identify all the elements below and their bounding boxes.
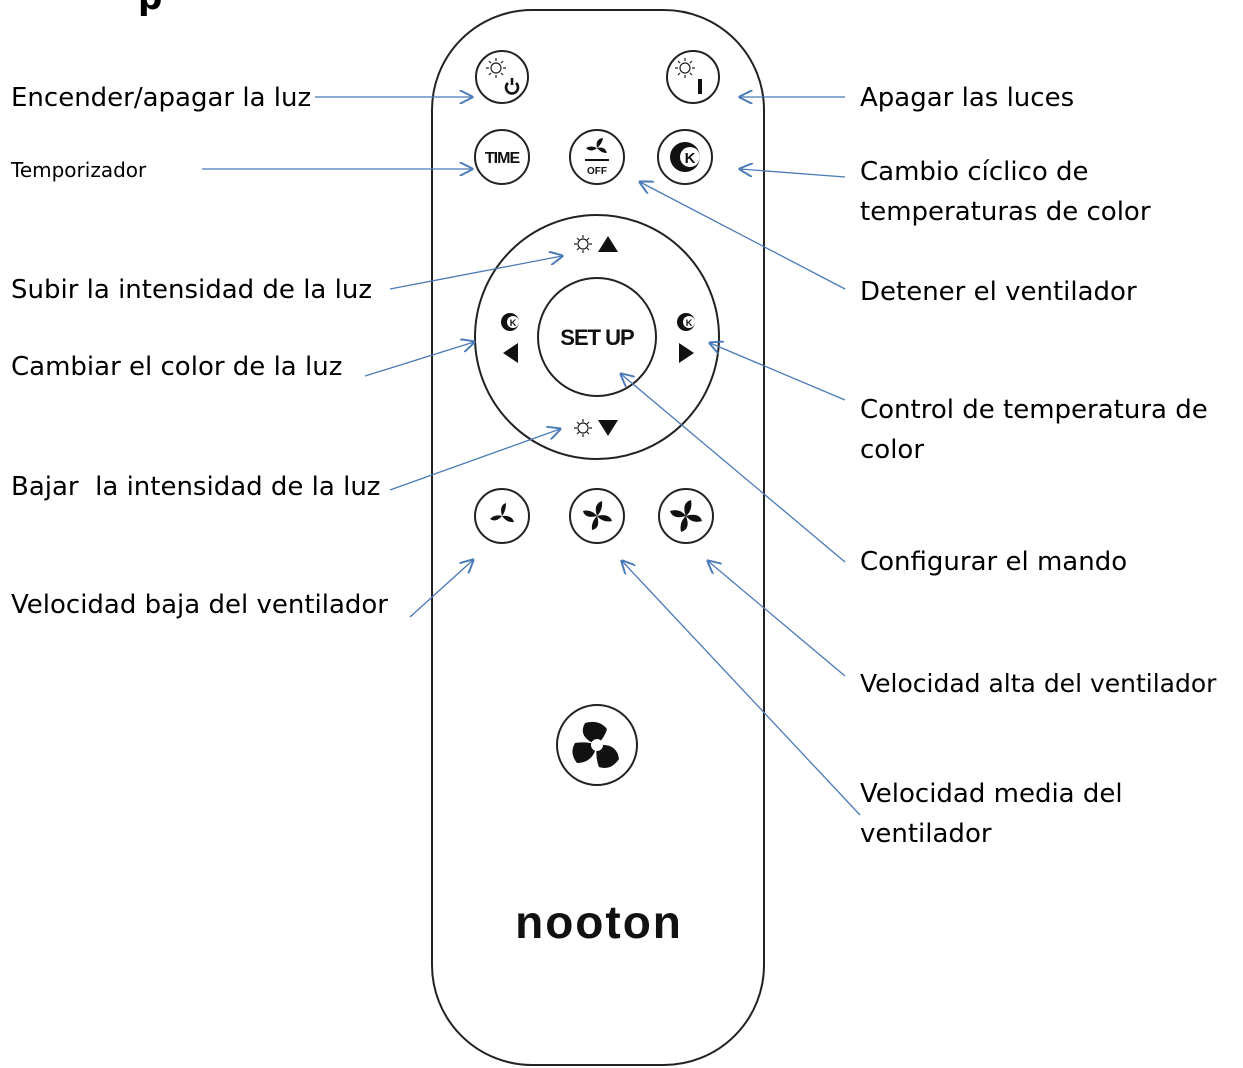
setup-label: SET UP — [560, 325, 634, 350]
arrow-right-icon — [679, 343, 694, 363]
svg-text:K: K — [686, 318, 693, 328]
label-brightness-up: Subir la intensidad de la luz — [11, 275, 372, 305]
label-timer: Temporizador — [11, 158, 147, 182]
arrow-left-icon — [503, 343, 518, 363]
leader-fan-mid — [622, 561, 861, 816]
lights-off-button[interactable] — [666, 50, 720, 104]
leader-fan-stop — [640, 182, 846, 290]
color-temp-icon: K — [677, 313, 695, 331]
light-toggle-button[interactable] — [475, 50, 529, 104]
color-cycle-button[interactable]: K — [657, 129, 713, 185]
brightness-down-button[interactable] — [574, 419, 618, 437]
color-left-button[interactable]: K — [501, 313, 519, 363]
label-fan-mid: Velocidad media del ventilador — [860, 779, 1123, 849]
leader-configure — [621, 374, 846, 563]
label-color-cycle: Cambio cíclico de temperaturas de color — [860, 157, 1151, 227]
leader-light-color — [364, 342, 474, 377]
label-configure: Configurar el mando — [860, 547, 1128, 577]
label-lights-off: Apagar las luces — [860, 83, 1075, 113]
label-light-color: Cambiar el color de la luz — [11, 352, 343, 382]
leader-brightness-up — [389, 256, 562, 290]
fan-low-button[interactable] — [474, 488, 530, 544]
color-temp-icon: K — [670, 142, 700, 172]
leader-color-temp — [710, 343, 846, 401]
label-brightness-down: Bajar la intensidad de la luz — [11, 472, 381, 502]
page-title: p — [138, 0, 162, 18]
sun-icon — [574, 235, 592, 253]
setup-button[interactable] — [537, 277, 657, 397]
arrow-up-icon — [598, 236, 618, 252]
color-temp-icon: K — [501, 313, 519, 331]
fan-icon — [572, 721, 619, 768]
off-label: OFF — [587, 166, 607, 177]
fan-mid-button[interactable] — [569, 488, 625, 544]
brand-logo: nooton — [515, 896, 683, 948]
fan-stop-button[interactable]: OFF — [569, 129, 625, 185]
fan-main-button[interactable] — [556, 704, 638, 786]
leader-brightness-down — [389, 429, 560, 491]
sun-icon — [574, 419, 592, 437]
fan-mid-icon — [583, 501, 612, 530]
brightness-up-button[interactable] — [574, 235, 618, 253]
sun-icon — [486, 58, 506, 78]
fan-icon — [586, 138, 607, 153]
time-label: TIME — [485, 150, 521, 167]
color-right-button[interactable]: K — [677, 313, 695, 363]
fan-low-icon — [490, 503, 514, 523]
label-color-temp: Control de temperatura de color — [860, 395, 1208, 465]
fan-high-button[interactable] — [658, 488, 714, 544]
label-fan-low: Velocidad baja del ventilador — [11, 590, 388, 620]
timer-button[interactable]: TIME — [474, 129, 530, 185]
leader-color-cycle — [740, 169, 846, 178]
svg-text:K: K — [510, 318, 517, 328]
fan-high-icon — [670, 500, 702, 532]
on-mark-icon — [698, 79, 702, 94]
power-icon — [504, 78, 520, 95]
sun-icon — [675, 58, 695, 78]
svg-text:K: K — [685, 150, 696, 167]
label-light-toggle: Encender/apagar la luz — [11, 83, 312, 113]
leader-lines — [202, 97, 861, 816]
label-fan-high: Velocidad alta del ventilador — [860, 669, 1217, 698]
arrow-down-icon — [598, 420, 618, 436]
leader-fan-low — [409, 560, 473, 618]
leader-fan-high — [708, 561, 846, 677]
label-fan-stop: Detener el ventilador — [860, 277, 1137, 307]
